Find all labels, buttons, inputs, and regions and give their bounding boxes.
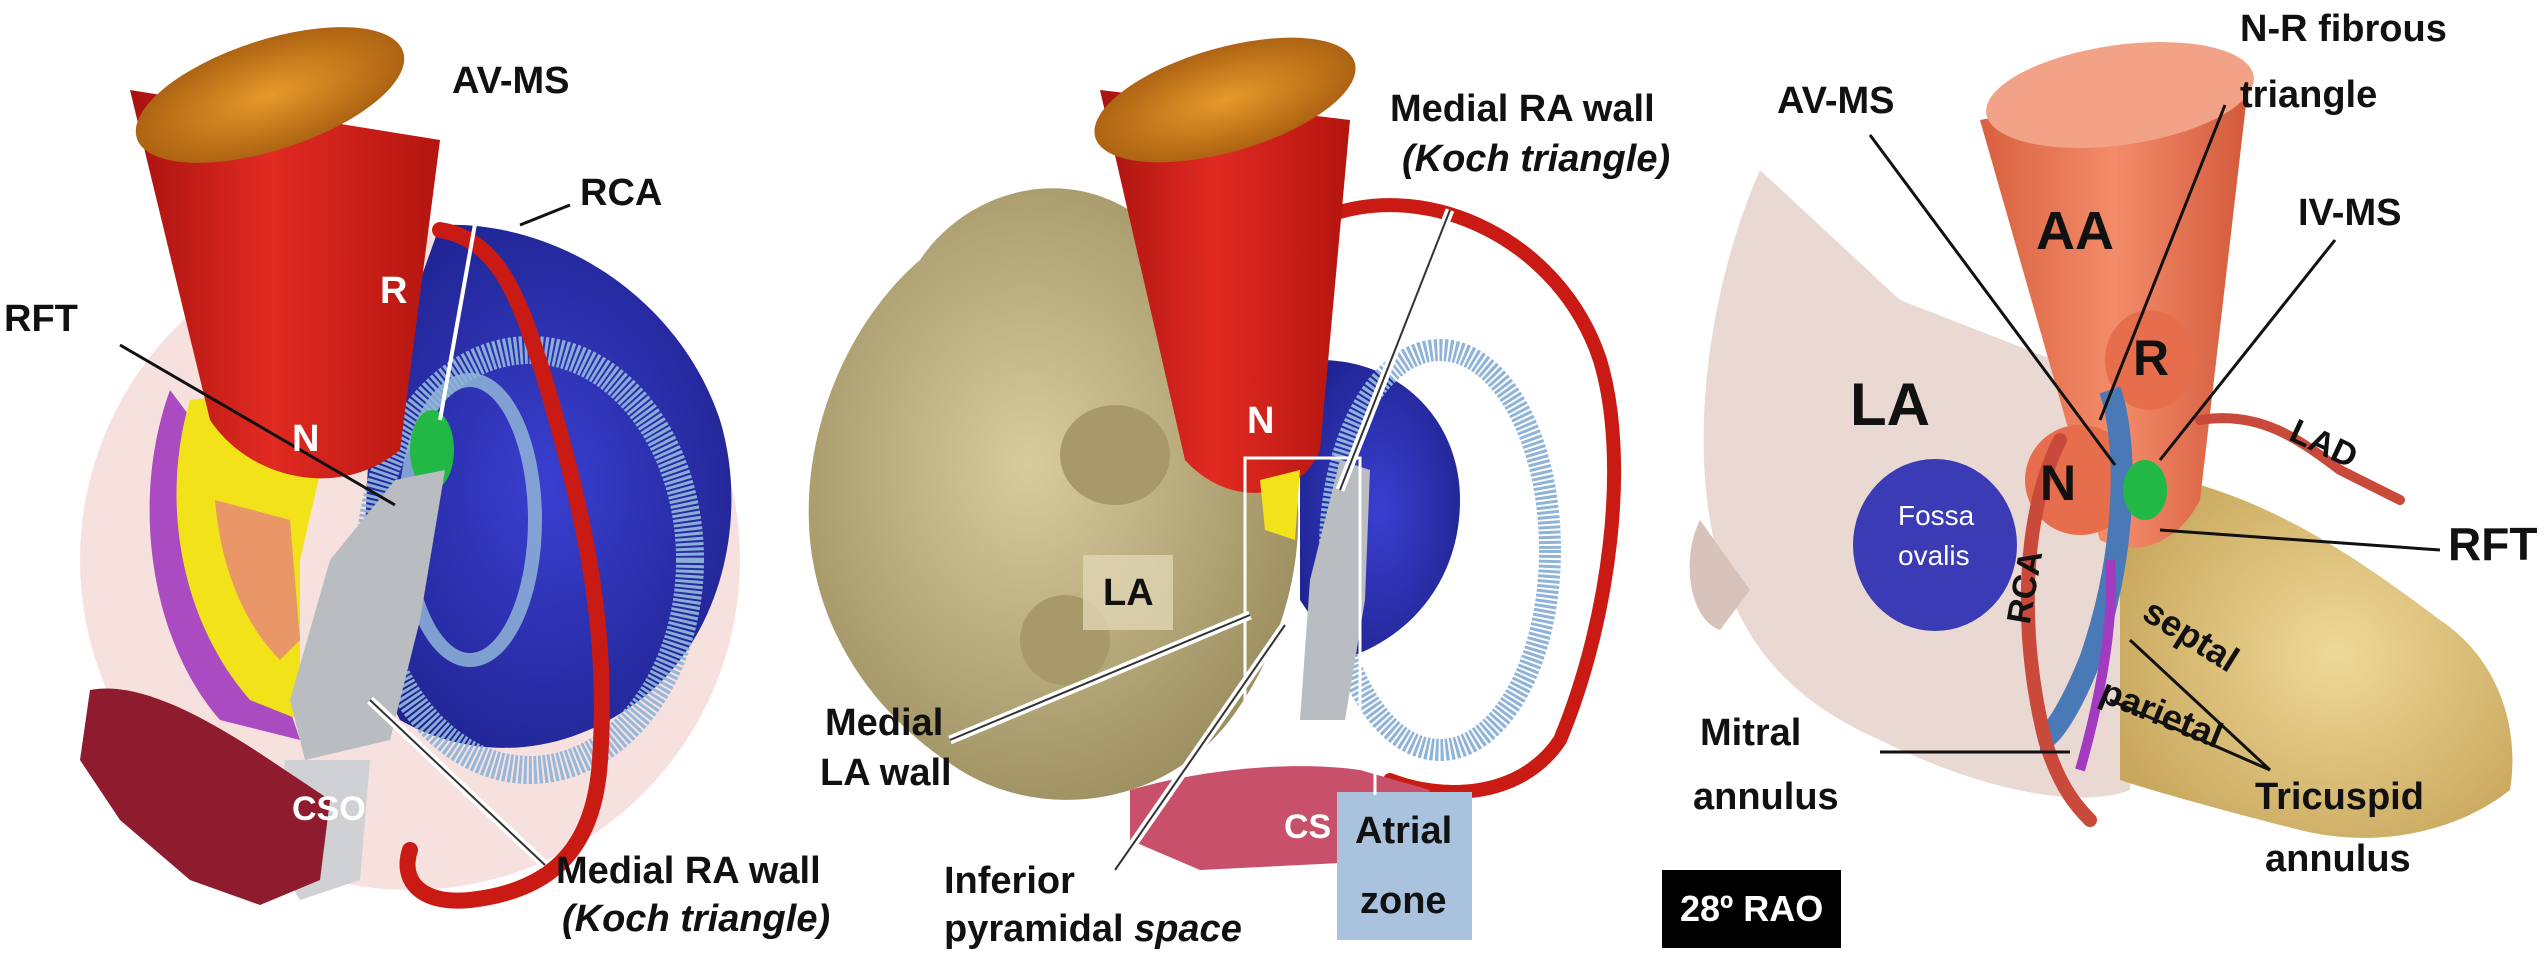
right-purple-annulus: [2075, 559, 2116, 772]
right-nr-pointer: [2098, 104, 2227, 421]
right-aa-top: [1986, 42, 2254, 148]
left-rca-vessel: [399, 222, 610, 909]
middle-la-label: LA: [1103, 572, 1154, 614]
left-av-ms-label: AV-MS: [452, 60, 570, 102]
middle-inferior-line2-a: pyramidal: [944, 908, 1135, 950]
right-nr-fibrous-line1: N-R fibrous: [2240, 8, 2447, 50]
left-medial-ra-wall-label: Medial RA wall: [556, 850, 821, 892]
right-fossa-line1: Fossa: [1898, 500, 1975, 531]
middle-inferior-line2-b: space: [1134, 908, 1242, 950]
middle-panel: [808, 37, 1622, 940]
middle-n-label: N: [1247, 400, 1275, 442]
right-rft-label: RFT: [2448, 518, 2538, 570]
right-la-left-lobe: [1689, 520, 1750, 630]
right-av-ms-label: AV-MS: [1777, 80, 1895, 122]
left-koch-pointer-core: [369, 699, 546, 866]
middle-atrial-zone-line1: Atrial: [1355, 810, 1453, 852]
right-aa: [1980, 70, 2250, 548]
right-green-rft: [2123, 460, 2167, 520]
view-badge: [1662, 870, 1841, 948]
right-ivms-pointer: [2158, 239, 2337, 461]
middle-medial-la-wall-line1: Medial: [825, 702, 944, 744]
right-iv-ms-label: IV-MS: [2298, 192, 2402, 234]
right-rft-pointer: [2159, 528, 2441, 552]
atrial-zone-box: [1337, 792, 1472, 940]
right-lad-vessel: [2195, 413, 2405, 505]
left-green-marker: [410, 410, 454, 490]
middle-inferior-line2: pyramidal space: [944, 908, 1242, 952]
right-panel: [1662, 42, 2513, 948]
right-nr-fibrous-line2: triangle: [2240, 74, 2378, 116]
left-rca-arrow: [519, 203, 571, 227]
middle-aorta-top: [1094, 37, 1356, 163]
middle-region-box: [1243, 456, 1362, 765]
middle-medial-ra-wall-label: Medial RA wall: [1390, 88, 1655, 130]
left-aorta-top: [135, 27, 405, 163]
left-n-label: N: [292, 418, 320, 460]
left-gray-koch: [290, 470, 445, 760]
left-panel: [80, 27, 740, 909]
middle-gray-koch: [1300, 460, 1370, 720]
left-koch-triangle-label: (Koch triangle): [562, 898, 831, 940]
middle-la-wall-pointer-core: [949, 614, 1251, 741]
right-tricuspid-pointer-2: [2109, 698, 2271, 772]
left-rft-label: RFT: [4, 298, 78, 340]
middle-aorta: [1100, 90, 1350, 493]
middle-la-lobe: [1060, 405, 1170, 505]
right-r-cusp: [2105, 310, 2195, 410]
right-aa-label: AA: [2036, 201, 2114, 261]
right-tricuspid-line1: Tricuspid: [2255, 776, 2424, 818]
left-cso-label: CSO: [292, 790, 366, 828]
middle-medial-la-wall-line2: LA wall: [820, 752, 952, 794]
right-fossa-line2: ovalis: [1898, 540, 1970, 571]
right-tricuspid-pointer-1: [2128, 638, 2272, 772]
middle-atrial-zone-line2: zone: [1360, 880, 1447, 922]
middle-rca-vessel: [1323, 198, 1622, 799]
right-r-label: R: [2133, 330, 2170, 386]
left-rft-pointer: [119, 343, 396, 507]
left-salmon-patch: [215, 500, 300, 660]
fossa-ovalis: [1853, 459, 2017, 631]
right-mitral-line1: Mitral: [1700, 712, 1802, 754]
right-mitral-line2: annulus: [1693, 776, 1839, 818]
right-rca-vessel: [2020, 433, 2097, 827]
right-tricuspid-line2: annulus: [2265, 838, 2411, 880]
middle-yellow-sliver: [1260, 470, 1300, 540]
left-rca-label: RCA: [580, 172, 663, 214]
right-la-label: LA: [1850, 371, 1930, 438]
right-n-label: N: [2040, 455, 2077, 511]
left-cso-mass: [80, 688, 330, 905]
middle-inferior-pointer-core: [1114, 624, 1286, 871]
right-blue-band: [2037, 386, 2133, 751]
middle-la-label-box: [1083, 555, 1173, 630]
middle-koch-pointer-core: [1339, 209, 1451, 491]
middle-koch-triangle-label: (Koch triangle): [1402, 138, 1671, 180]
right-av-ms-pointer: [1868, 134, 2117, 466]
left-r-label: R: [380, 270, 408, 312]
right-view-label: 28º RAO: [1680, 888, 1824, 929]
left-av-ms-arrow: [438, 139, 492, 421]
middle-inferior-line1: Inferior: [944, 860, 1075, 902]
middle-cs-label: CS: [1284, 808, 1332, 846]
left-aorta: [130, 90, 440, 479]
